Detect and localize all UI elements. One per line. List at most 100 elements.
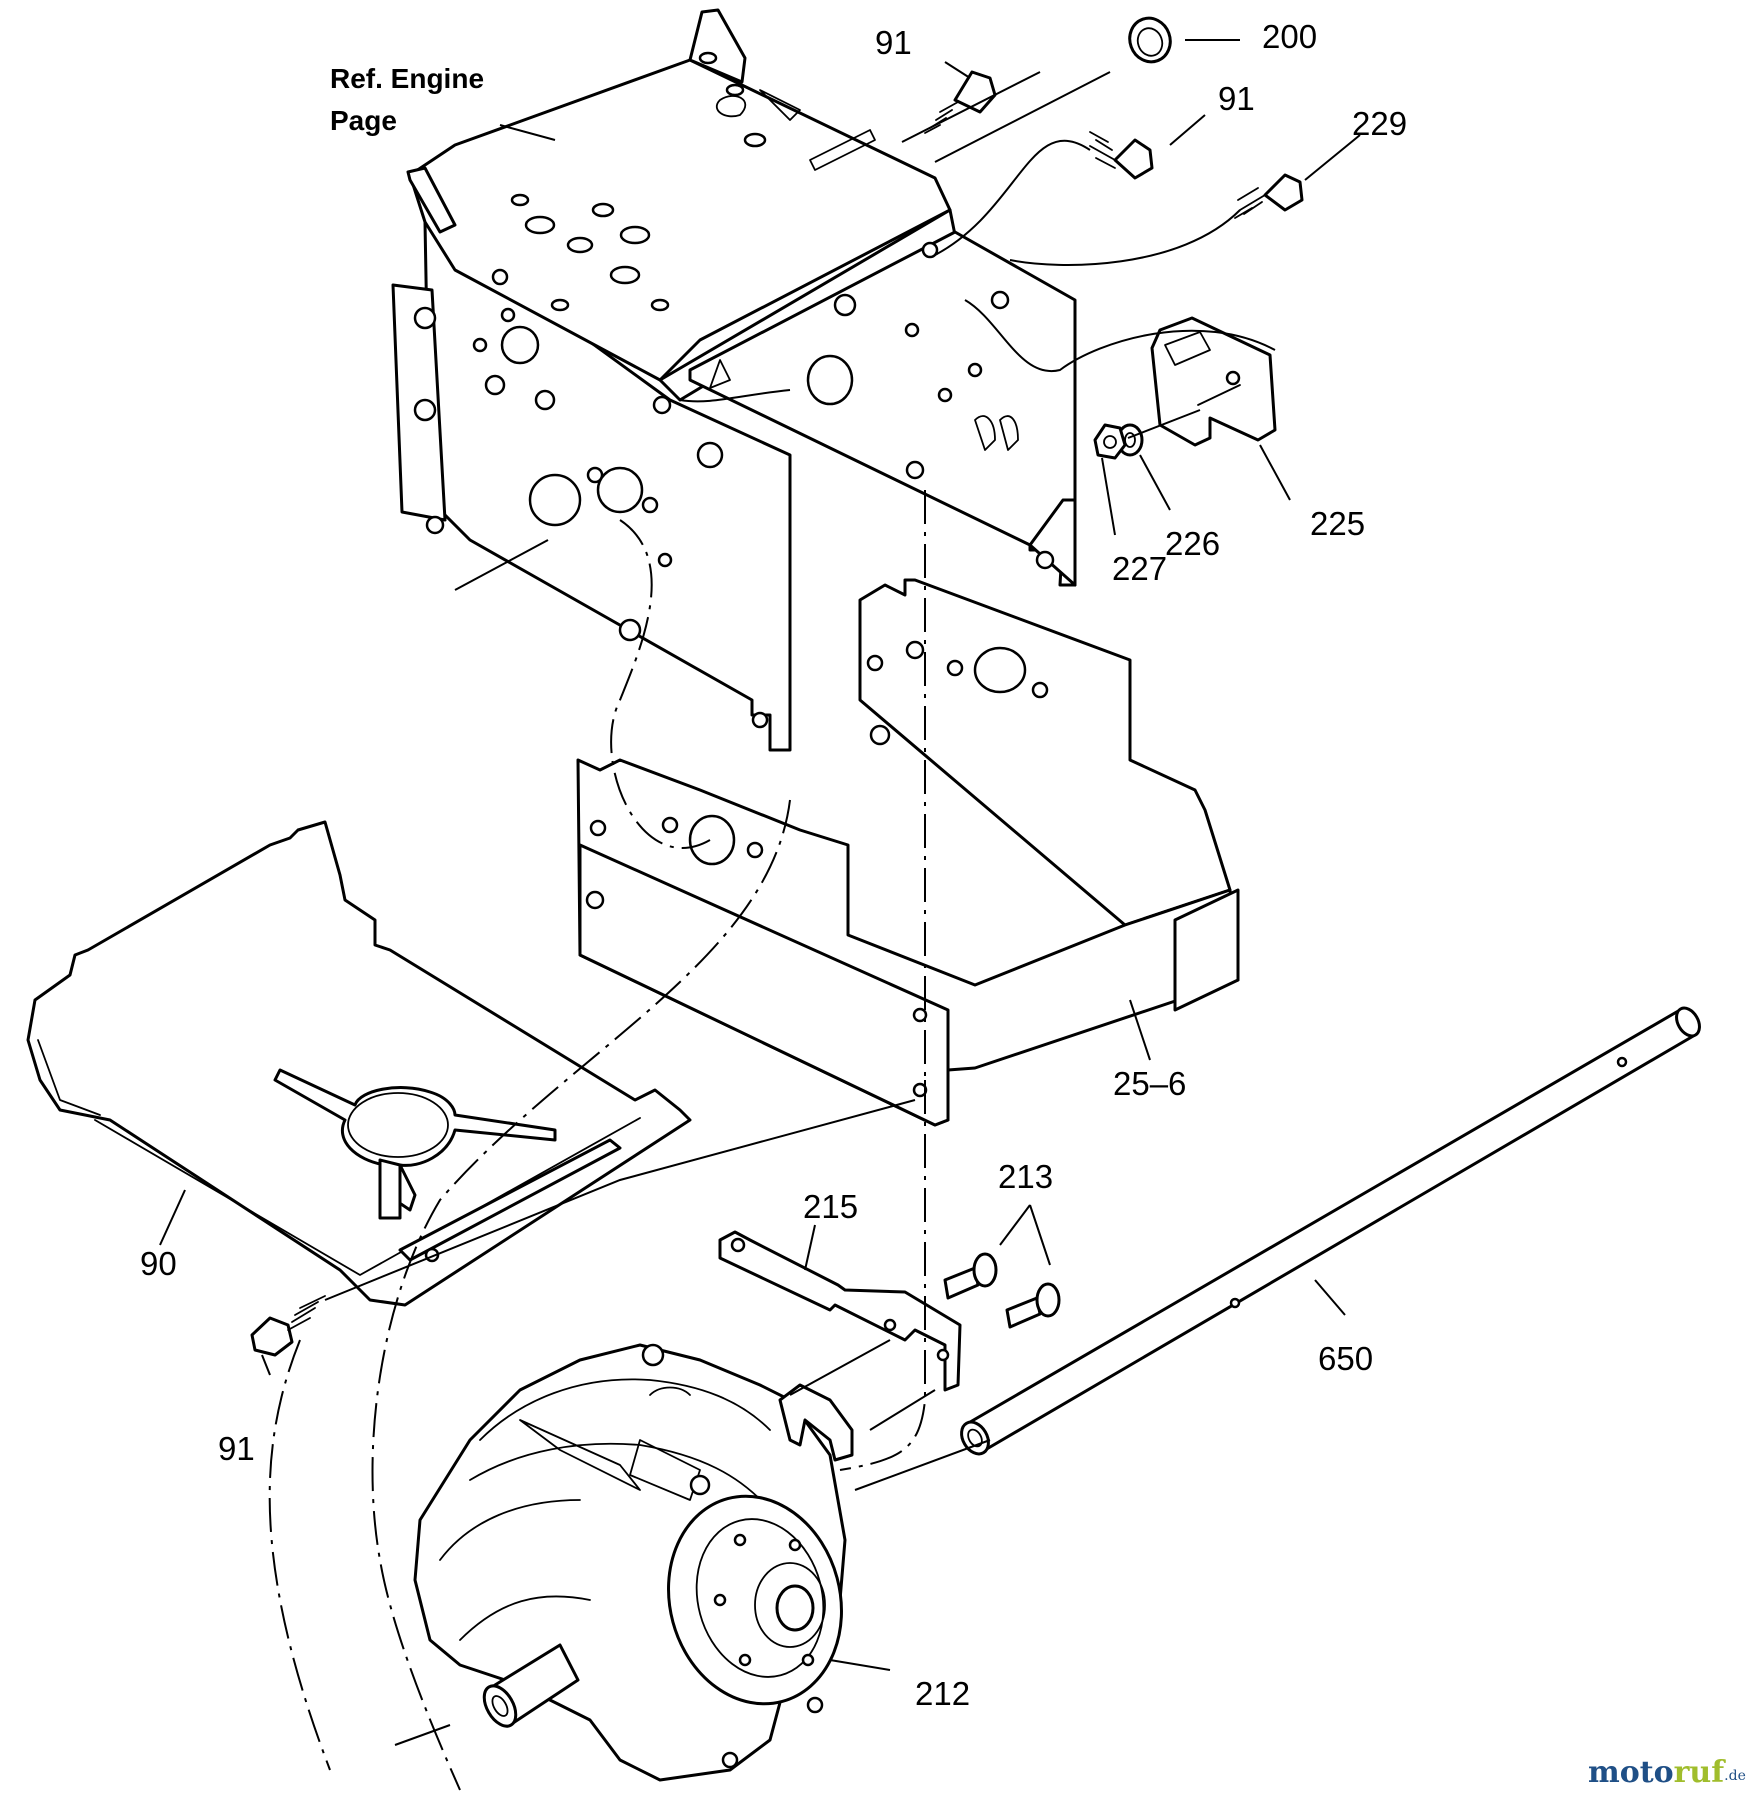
callout-226: 226: [1165, 525, 1220, 562]
frame-hole: [500, 325, 540, 365]
cradle-hole: [688, 814, 736, 866]
callout-212: 212: [915, 1675, 970, 1712]
bracket-hole: [883, 1318, 897, 1332]
screw-91-mid: [1089, 131, 1154, 180]
frame-hole: [550, 298, 570, 312]
cradle-hole: [661, 816, 679, 834]
pulley-hole: [788, 1538, 802, 1552]
frame-hole: [524, 215, 556, 235]
pulley-hole: [713, 1593, 727, 1607]
callout-650: 650: [1318, 1340, 1373, 1377]
case-bolt: [806, 1696, 824, 1714]
screw-91-top: [924, 70, 997, 134]
frame-hole: [591, 202, 615, 218]
pulley-hole: [733, 1533, 747, 1547]
frame-hole: [937, 387, 953, 403]
frame-hole: [698, 51, 718, 65]
frame-hole: [725, 83, 745, 97]
frame-hole: [484, 374, 506, 396]
frame-hole: [696, 441, 724, 469]
frame-hole: [618, 618, 642, 642]
frame-hole: [967, 362, 983, 378]
cradle-hole: [1031, 681, 1049, 699]
axle-hole: [1229, 1297, 1241, 1309]
frame-hole: [609, 265, 641, 285]
reference-note-line1: Ref. Engine: [330, 63, 484, 94]
callout-90: 90: [140, 1245, 177, 1282]
frame-hole: [743, 132, 767, 148]
axle-650: [960, 1006, 1701, 1456]
frame-cradle-25-6: [576, 578, 1240, 1127]
frame-hole: [510, 193, 530, 207]
frame-hole: [472, 337, 488, 353]
frame-hole: [806, 354, 854, 406]
callout-91-mid: 91: [1218, 80, 1255, 117]
bracket-hole: [1225, 370, 1241, 386]
callout-227: 227: [1112, 550, 1167, 587]
screw-229: [1234, 173, 1304, 219]
frame-hole: [1035, 550, 1055, 570]
callout-91-bottom: 91: [218, 1430, 255, 1467]
frame-hole: [534, 389, 556, 411]
cradle-hole: [869, 724, 891, 746]
pin-213-a: [943, 1252, 998, 1300]
bracket-hole: [730, 1237, 746, 1253]
case-bolt: [641, 1343, 665, 1367]
callout-225: 225: [1310, 505, 1365, 542]
frame-hole: [905, 460, 925, 480]
bracket-225: [1150, 316, 1277, 447]
callout-25-6: 25–6: [1113, 1065, 1186, 1102]
nut-227: [1093, 423, 1127, 460]
frame-hole: [425, 515, 445, 535]
cradle-hole: [946, 659, 964, 677]
callout-leaders: [159, 39, 1361, 1671]
callout-229: 229: [1352, 105, 1407, 142]
case-bolt: [721, 1751, 739, 1769]
cradle-hole: [746, 841, 764, 859]
frame-hole: [652, 395, 672, 415]
cradle-hole: [866, 654, 884, 672]
frame-hole: [491, 268, 509, 286]
assembly-lines: [268, 71, 1276, 1791]
frame-hole: [641, 496, 659, 514]
frame-hole: [596, 466, 644, 514]
svg-text:motoruf.de: motoruf.de: [1588, 1755, 1746, 1790]
cradle-hole: [589, 819, 607, 837]
frame-hole: [904, 322, 920, 338]
callout-213: 213: [998, 1158, 1053, 1195]
transmission-212: [413, 1343, 854, 1782]
cradle-hole: [905, 640, 925, 660]
bracket-215: [718, 1230, 962, 1392]
cradle-hole: [585, 890, 605, 910]
pulley-hole: [738, 1653, 752, 1667]
frame-assembly: [391, 8, 1077, 752]
callout-200: 200: [1262, 18, 1317, 55]
bottom-plate-90: [26, 820, 692, 1307]
callout-215: 215: [803, 1188, 858, 1225]
cradle-hole: [973, 646, 1027, 694]
frame-hole: [619, 225, 651, 245]
frame-hole: [990, 290, 1010, 310]
callout-91-top: 91: [875, 24, 912, 61]
axle-hole: [1616, 1056, 1628, 1068]
frame-hole: [566, 236, 594, 254]
frame-hole: [500, 307, 516, 323]
case-bolt: [689, 1474, 711, 1496]
frame-hole: [586, 466, 604, 484]
frame-hole: [921, 241, 939, 259]
frame-hole: [657, 552, 673, 568]
screw-91-bottom: [250, 1295, 326, 1357]
watermark-logo: motoruf.de: [1588, 1755, 1746, 1790]
pin-213-b: [1005, 1282, 1061, 1329]
cradle-hole: [912, 1007, 928, 1023]
frame-hole: [833, 293, 857, 317]
pulley-hole: [801, 1653, 815, 1667]
frame-hole: [751, 711, 769, 729]
frame-hole: [528, 473, 582, 527]
bracket-hole: [936, 1348, 950, 1362]
frame-bolt: [413, 398, 437, 422]
reference-note-line2: Page: [330, 105, 397, 136]
frame-bolt: [413, 306, 437, 330]
ring-200: [1128, 16, 1172, 64]
